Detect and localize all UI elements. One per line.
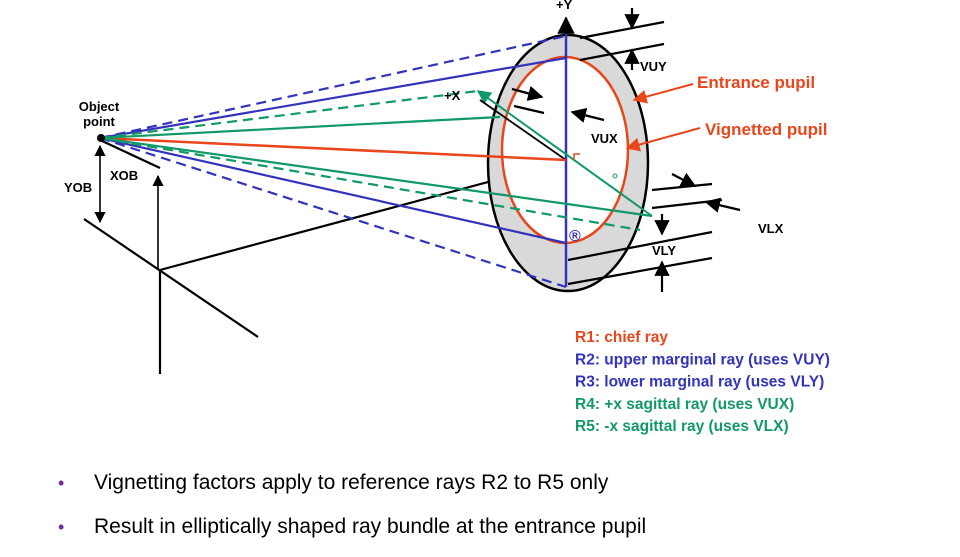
- right-angle-mark: [573, 153, 580, 160]
- plus-y-label: +Y: [556, 0, 573, 12]
- object-point-dot: [97, 134, 105, 142]
- bullet-list: •Vignetting factors apply to reference r…: [58, 469, 646, 557]
- vignetted-pupil-leader: [625, 127, 701, 152]
- yob-label: YOB: [64, 180, 92, 195]
- pupil-x-axis: [476, 90, 653, 217]
- legend-entry: R4: +x sagittal ray (uses VUX): [575, 396, 794, 413]
- bullet-item: •Result in elliptically shaped ray bundl…: [58, 515, 647, 538]
- entrance-pupil-leader: [632, 83, 694, 104]
- legend-entry: R1: chief ray: [575, 329, 668, 346]
- legend-entry: R3: lower marginal ray (uses VLY): [575, 374, 824, 391]
- xob-label: XOB: [110, 168, 138, 183]
- plus-x-sagittal-ray: [99, 115, 501, 140]
- minus-x-sagittal-ray: [99, 136, 653, 218]
- upper-marginal-ray: [99, 56, 567, 140]
- vuy-label: VUY: [640, 59, 667, 74]
- pupil-plane-line: [479, 99, 567, 161]
- marginal-rays: [99, 34, 567, 289]
- legend-entry: R2: upper marginal ray (uses VUY): [575, 351, 830, 368]
- bullet-text: Vignetting factors apply to reference ra…: [94, 471, 609, 494]
- bullet-text: Result in elliptically shaped ray bundle…: [94, 515, 647, 538]
- vux-label: VUX: [591, 131, 618, 146]
- minus-x-edge-ray: [99, 136, 641, 232]
- entrance-pupil-label: Entrance pupil: [697, 73, 815, 92]
- plus-x-edge-ray: [99, 89, 479, 140]
- legend-entry: R5: -x sagittal ray (uses VLX): [575, 418, 789, 435]
- chief-ray: [99, 136, 567, 162]
- lower-marginal-ray: [99, 136, 567, 245]
- dimension-leaders: [511, 8, 741, 292]
- reference-marker: ®: [569, 228, 581, 245]
- pupil-center-dot: [612, 173, 618, 179]
- plus-x-label: +X: [444, 88, 461, 103]
- vly-label: VLY: [652, 243, 676, 258]
- vlx-label: VLX: [758, 221, 784, 236]
- sagittal-rays: [99, 89, 653, 232]
- bullet-item: •Vignetting factors apply to reference r…: [58, 471, 609, 494]
- lower-edge-ray: [99, 136, 567, 289]
- vignetted-pupil-label: Vignetted pupil: [705, 120, 827, 139]
